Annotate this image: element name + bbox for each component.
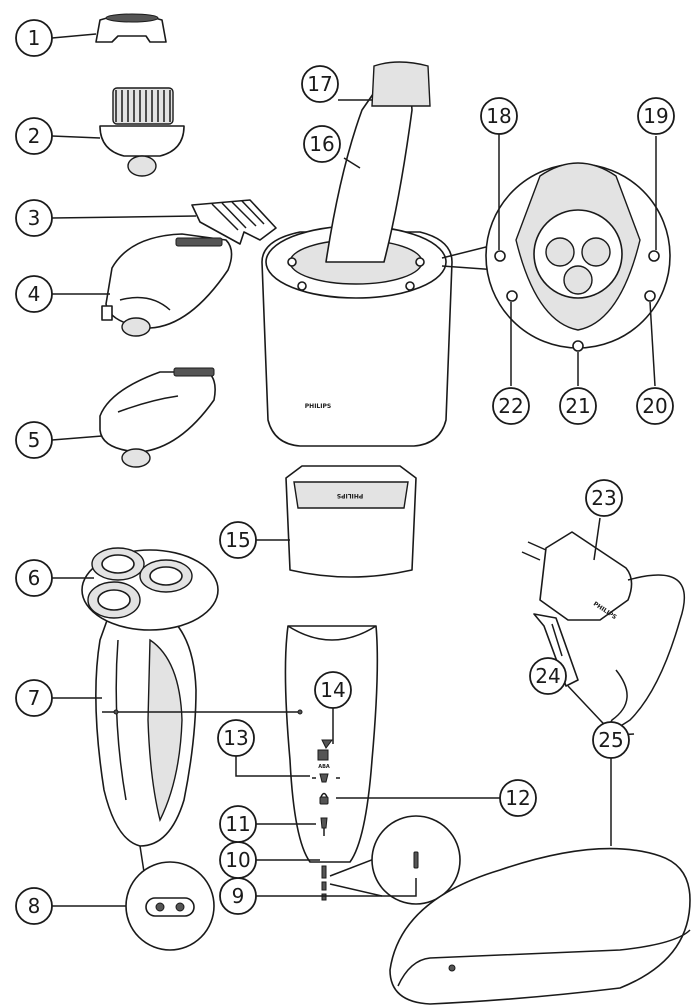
svg-text:2: 2 [28, 124, 41, 148]
svg-text:10: 10 [225, 848, 250, 872]
water-indicator-mark: ABA [318, 764, 330, 770]
cartridge-replace-icon [506, 290, 518, 302]
pointer-dot-right [297, 709, 303, 715]
callout-8: 8 [15, 887, 53, 925]
callout-4: 4 [15, 275, 53, 313]
svg-text:15: 15 [225, 528, 250, 552]
callout-13: 13 [217, 719, 255, 757]
callout-18: 18 [480, 97, 518, 135]
callout-5: 5 [15, 421, 53, 459]
svg-text:16: 16 [309, 132, 334, 156]
svg-text:1: 1 [28, 26, 41, 50]
station-brand: PHILIPS [305, 403, 331, 410]
part-25-travel-pouch [389, 847, 691, 1005]
svg-text:7: 7 [28, 686, 41, 710]
callout-leader-lines [51, 33, 657, 907]
power-icon [494, 250, 506, 262]
part-8-appliance-socket [125, 845, 215, 951]
part-6-shaving-heads [81, 547, 219, 631]
svg-text:17: 17 [307, 72, 332, 96]
svg-text:8: 8 [28, 894, 41, 918]
battery-indicator-inset [329, 815, 461, 905]
svg-text:20: 20 [642, 394, 667, 418]
part-1-cap-attachment [95, 13, 167, 43]
part-17-cradle-lid [325, 61, 431, 263]
svg-text:22: 22 [498, 394, 523, 418]
svg-text:4: 4 [28, 282, 41, 306]
svg-text:11: 11 [225, 812, 250, 836]
callout-16: 16 [303, 125, 341, 163]
callout-3: 3 [15, 199, 53, 237]
callout-2: 2 [15, 117, 53, 155]
svg-text:9: 9 [232, 884, 245, 908]
cleaning-program-icon [572, 340, 584, 352]
station-panel-closeup [441, 162, 671, 352]
svg-text:25: 25 [598, 728, 623, 752]
svg-text:5: 5 [28, 428, 41, 452]
callout-9: 9 [219, 877, 257, 915]
part-5-precision-trimmer [99, 367, 216, 468]
svg-text:19: 19 [643, 104, 668, 128]
callout-1: 1 [15, 19, 53, 57]
callout-12: 12 [499, 779, 537, 817]
callout-11: 11 [219, 805, 257, 843]
part-23-adapter: PHILIPS [521, 531, 685, 731]
callout-10: 10 [219, 841, 257, 879]
callout-25: 25 [592, 721, 630, 759]
callout-20: 20 [636, 387, 674, 425]
part-7-shaver-handle [95, 604, 197, 847]
pointer-dot-left [113, 709, 119, 715]
ready-check-icon [644, 290, 656, 302]
callout-7: 7 [15, 679, 53, 717]
callout-24: 24 [529, 657, 567, 695]
callout-19: 19 [637, 97, 675, 135]
part-3-trimmer-comb [191, 199, 277, 245]
cartridge-brand: PHILIPS [337, 492, 363, 499]
callout-14: 14 [314, 671, 352, 709]
display-panel-closeup: ABA [284, 625, 379, 901]
part-4-trimmer-attachment [101, 233, 233, 337]
fan-icon [648, 250, 660, 262]
svg-text:18: 18 [486, 104, 511, 128]
callout-15: 15 [219, 521, 257, 559]
callout-23: 23 [585, 479, 623, 517]
svg-text:3: 3 [28, 206, 41, 230]
svg-text:14: 14 [320, 678, 345, 702]
svg-text:21: 21 [565, 394, 590, 418]
svg-text:12: 12 [505, 786, 530, 810]
svg-text:24: 24 [535, 664, 560, 688]
part-2-brush-attachment [99, 87, 185, 177]
callout-17: 17 [301, 65, 339, 103]
callout-21: 21 [559, 387, 597, 425]
part-15-cleaning-cartridge: PHILIPS [285, 465, 417, 578]
svg-text:6: 6 [28, 566, 41, 590]
callout-22: 22 [492, 387, 530, 425]
callout-6: 6 [15, 559, 53, 597]
svg-text:23: 23 [591, 486, 616, 510]
svg-text:13: 13 [223, 726, 248, 750]
